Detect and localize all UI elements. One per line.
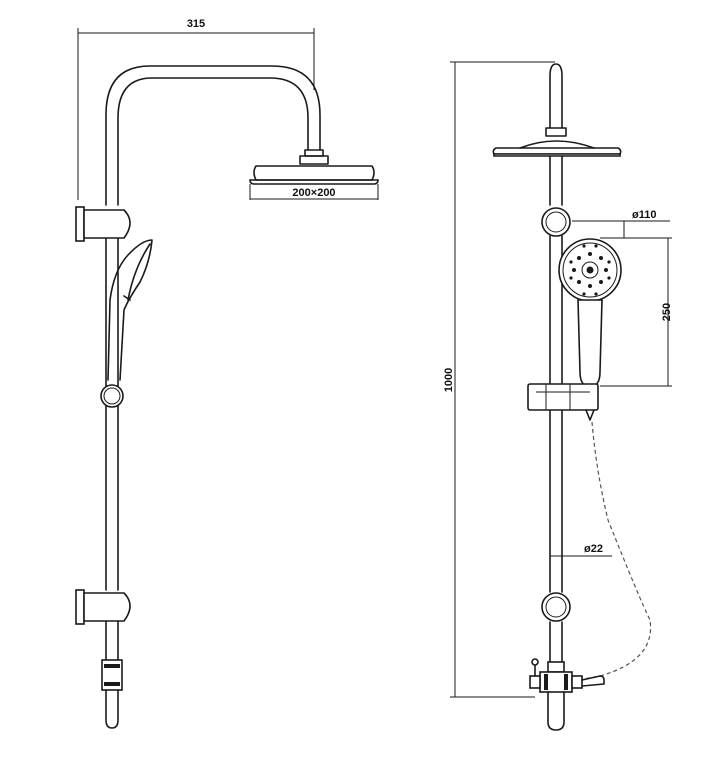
diverter-valve-front — [529, 658, 605, 731]
riser-pipe — [105, 65, 321, 661]
dim-label-handshower-length: 250 — [661, 303, 673, 321]
head-connector — [299, 149, 329, 165]
front-slide-holder — [527, 383, 599, 421]
dimension-total-height: 1000 — [443, 61, 555, 698]
dim-label-arm-width: 315 — [187, 18, 205, 30]
dim-label-rail-diameter: ø22 — [584, 543, 603, 555]
diverter-valve-side — [101, 659, 123, 729]
front-top-bend — [545, 63, 567, 137]
dimension-rail-diameter: ø22 — [550, 543, 612, 557]
lower-wall-bracket — [75, 589, 131, 625]
dim-label-total-height: 1000 — [443, 368, 455, 392]
spray-nozzles — [569, 244, 611, 296]
overhead-shower-head-front — [492, 140, 622, 157]
upper-wall-bracket — [75, 206, 131, 242]
hose-dashed — [577, 421, 652, 681]
dim-label-head-size: 200×200 — [292, 187, 335, 199]
front-lower-bracket — [541, 592, 571, 622]
side-view: 315 200×200 — [75, 18, 379, 729]
front-upper-bracket — [541, 207, 571, 237]
dimension-arm-width: 315 — [77, 18, 315, 200]
front-view: 1000 — [443, 61, 673, 731]
handshower-front: ø110 250 — [558, 209, 673, 389]
slide-holder-knob — [100, 384, 124, 408]
overhead-shower-head-side: 200×200 — [249, 165, 379, 200]
handshower-side — [107, 239, 153, 381]
dim-label-handshower-diameter: ø110 — [632, 209, 656, 221]
